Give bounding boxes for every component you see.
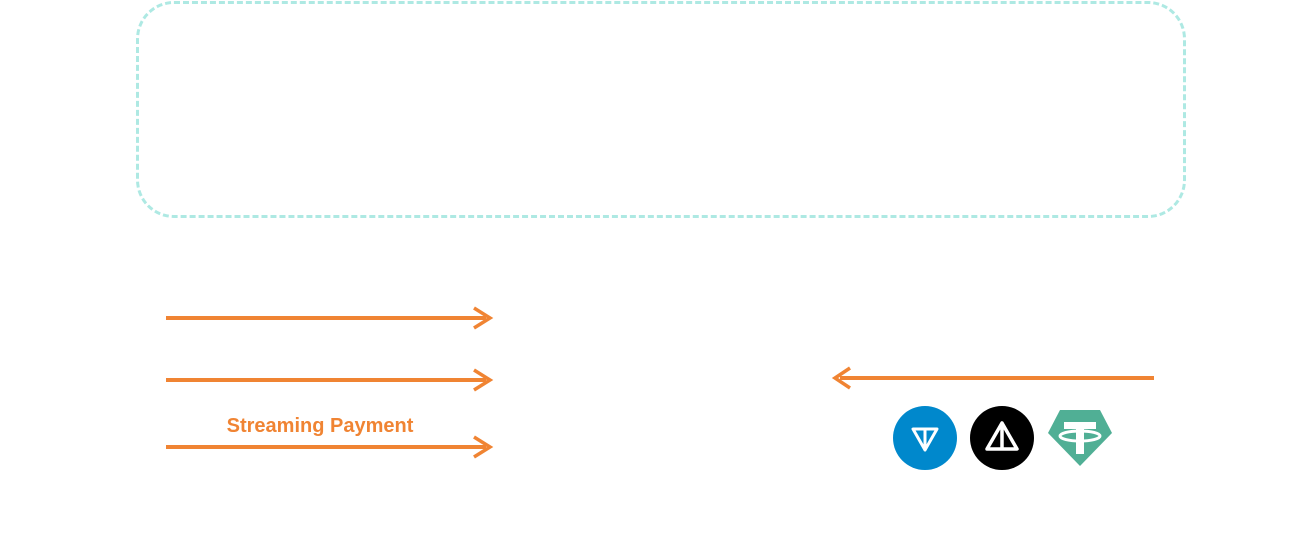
streaming-payment-label: Streaming Payment: [226, 415, 414, 437]
arrow-right-3: [166, 435, 494, 459]
arrow-right-1: [166, 306, 494, 330]
arrow-left: [831, 366, 1154, 390]
arrow-right-2: [166, 368, 494, 392]
notcoin-icon: [970, 406, 1034, 470]
dashed-container: [136, 1, 1186, 218]
tether-icon: [1048, 410, 1112, 466]
ton-icon: [893, 406, 957, 470]
